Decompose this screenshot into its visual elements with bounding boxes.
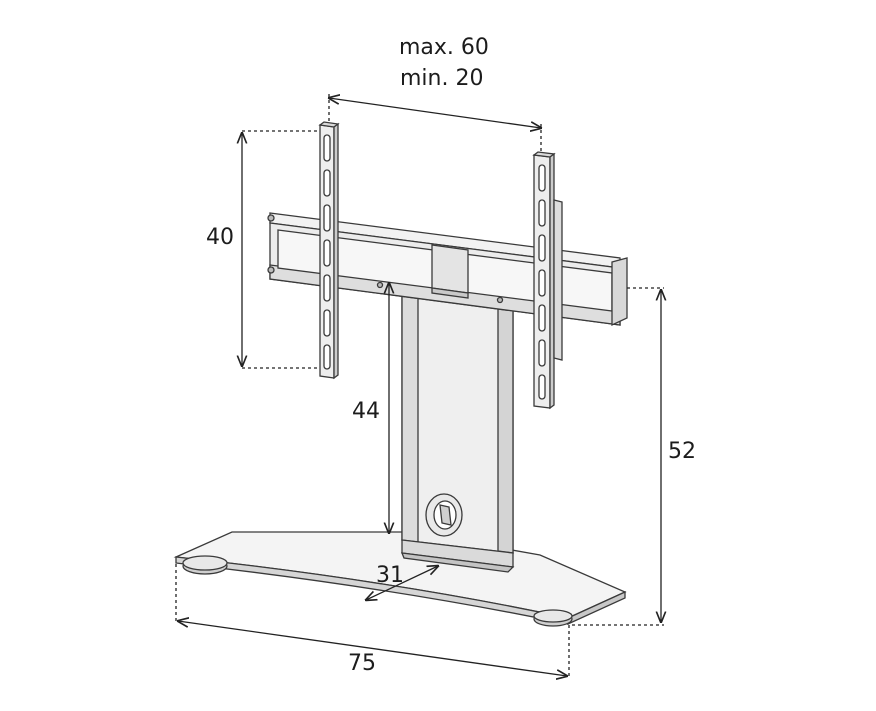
- dim-base-width-line: [178, 621, 567, 676]
- dim-label-base-depth: 31: [376, 563, 404, 588]
- dim-label-vesa-height: 40: [206, 225, 234, 250]
- dimension-lines: [175, 94, 664, 678]
- vertical-rail-left: [318, 121, 340, 380]
- cable-hole: [425, 493, 463, 537]
- dim-label-total-height: 52: [668, 439, 696, 464]
- vertical-rail-right: [532, 151, 563, 410]
- horizontal-mount-bar: [267, 212, 628, 327]
- dim-vesa-width-line: [329, 98, 541, 128]
- dim-label-column-height: 44: [352, 399, 380, 424]
- dim-label-vesa-width-min: min. 20: [400, 66, 484, 91]
- dim-depth-line: [366, 566, 438, 600]
- dim-label-vesa-width-max: max. 60: [399, 35, 489, 60]
- dim-label-base-width: 75: [348, 651, 376, 676]
- support-column: [400, 284, 515, 573]
